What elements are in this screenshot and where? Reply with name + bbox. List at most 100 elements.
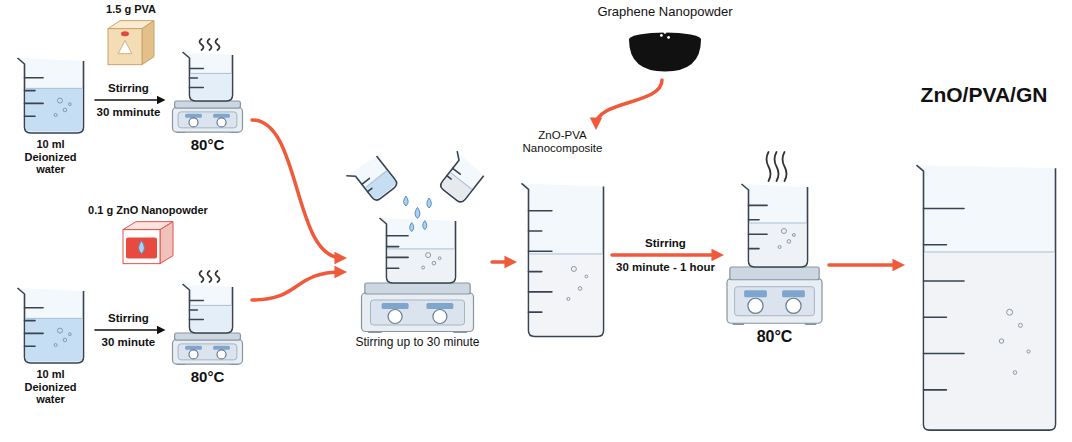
drop [427, 198, 432, 208]
display [782, 290, 805, 297]
bubble [438, 257, 441, 260]
mixing-step: Stirring up to 30 minute [345, 158, 490, 351]
node-label: 10 ml Deionized water [8, 365, 93, 407]
graduation [924, 244, 947, 246]
water-beaker: 10 ml Deionized water [8, 55, 93, 177]
display [426, 303, 453, 309]
bubble [578, 287, 582, 291]
illustration-area [722, 150, 827, 325]
graduation [529, 311, 542, 313]
package-side [160, 222, 173, 264]
process-arrow [492, 260, 512, 264]
liquid-surface [388, 248, 455, 249]
beaker-glass [18, 58, 84, 133]
graduation [749, 248, 760, 250]
graduation [25, 307, 44, 309]
control-panel [178, 344, 237, 360]
graduation [529, 230, 542, 232]
duration-note: 30 mminute [97, 106, 161, 119]
node-label: Stirring up to 30 minute [345, 333, 490, 351]
hotplate-top [175, 101, 241, 108]
bubble [57, 98, 62, 103]
graphene-powder-art [629, 31, 701, 71]
hotplate-step: 80°C [165, 270, 250, 386]
liquid [191, 305, 232, 331]
illustration-area [165, 38, 250, 133]
stirring-arrow [95, 99, 162, 101]
illustration-area [515, 158, 610, 338]
water-beaker: 10 ml Deionized water [8, 287, 93, 407]
steam [208, 39, 212, 50]
composite-beaker: ZnO-PVA Nanocomposite [515, 128, 610, 338]
knob [388, 310, 402, 324]
bubble [68, 103, 71, 106]
label-dot [121, 31, 129, 36]
liquid [26, 88, 83, 131]
stirring-arrow [95, 329, 162, 331]
knob [189, 118, 198, 127]
graduation [749, 205, 768, 207]
liquid-surface [26, 318, 83, 319]
edge-label: Stirring [108, 312, 149, 325]
hotplate-body [727, 279, 822, 324]
hotplate-body [362, 293, 474, 332]
powder-grain [660, 34, 663, 37]
final-beaker-art [917, 165, 1056, 430]
hotplate-step: 80°C [165, 38, 250, 154]
bubble [585, 275, 588, 278]
drop [404, 196, 409, 206]
graphene-powder: Graphene Nanopowder [595, 4, 735, 78]
graduation [25, 77, 44, 79]
knob [189, 350, 198, 359]
process-arrow [596, 80, 662, 125]
hotplate-top [730, 267, 819, 280]
illustration-area [82, 220, 214, 266]
control-panel [735, 287, 815, 316]
node-label: ZnO/PVA/GN [903, 82, 1065, 110]
bubble [1007, 309, 1013, 315]
graduation [368, 188, 372, 191]
pouring-beaker [346, 154, 398, 207]
graduation [453, 168, 461, 174]
hotplate-body [173, 339, 243, 364]
graduation [25, 333, 44, 335]
knob [748, 298, 763, 313]
liquid [440, 173, 471, 203]
graduation [387, 267, 399, 269]
bubble [571, 266, 576, 271]
node-label: 80°C [165, 365, 250, 386]
illustration-area [8, 287, 93, 365]
illustration-area [345, 158, 490, 333]
bowl-rim [629, 32, 701, 46]
steam [208, 271, 212, 282]
liquid [925, 252, 1055, 429]
pouring-beaker [433, 151, 485, 204]
liquid [388, 249, 455, 282]
duration-note: 30 minute [102, 336, 156, 349]
hotplate-top [365, 283, 470, 294]
liquid-surface [191, 305, 232, 306]
liquid [750, 223, 807, 266]
graduation [190, 319, 204, 321]
liquid-surface [191, 73, 232, 74]
edge-label: Stirring [645, 237, 686, 250]
graduation [25, 320, 36, 322]
graduation [25, 115, 36, 117]
graduation [924, 280, 965, 282]
steam [200, 271, 204, 282]
duration-note: 30 minute - 1 hour [616, 261, 715, 274]
bubble [57, 328, 62, 333]
liquid-surface [750, 223, 807, 224]
pva-package-art [108, 21, 154, 65]
display [744, 290, 767, 297]
display [185, 346, 202, 350]
bubble [778, 246, 781, 249]
process-arrow [252, 120, 342, 258]
beaker-glass [183, 52, 233, 101]
drop [423, 221, 427, 230]
illustration-area [903, 110, 1065, 432]
mixing-step-art [346, 151, 485, 333]
bubble [787, 240, 791, 244]
